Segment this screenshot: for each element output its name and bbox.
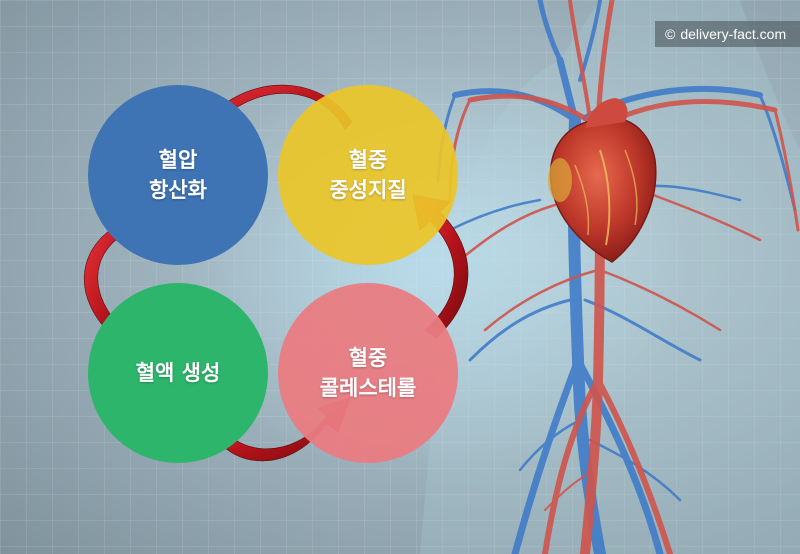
blood-triglyceride-circle: 혈중 중성지질 [278, 85, 458, 265]
circle-label-line1: 혈액 생성 [135, 361, 221, 385]
heart-illustration [548, 98, 657, 263]
blood-clot-circle: 혈액 생성 [88, 283, 268, 463]
circle-label-line2: 항산화 [149, 178, 207, 202]
watermark-badge: ©delivery-fact.com [655, 21, 800, 47]
circle-label-line1: 혈중 [348, 148, 388, 172]
circle-label-line2: 콜레스테롤 [319, 376, 417, 400]
copyright-icon: © [665, 26, 676, 42]
circle-label-line1: 혈압 [158, 148, 198, 172]
blood-pressure-antioxidant-circle: 혈압 항산화 [88, 85, 268, 265]
circle-label-line2: 중성지질 [329, 178, 407, 202]
watermark-text: delivery-fact.com [680, 26, 787, 42]
blood-cholesterol-circle: 혈중 콜레스테롤 [278, 283, 458, 463]
torso-silhouette [420, 0, 800, 554]
circle-label-line1: 혈중 [348, 346, 388, 370]
